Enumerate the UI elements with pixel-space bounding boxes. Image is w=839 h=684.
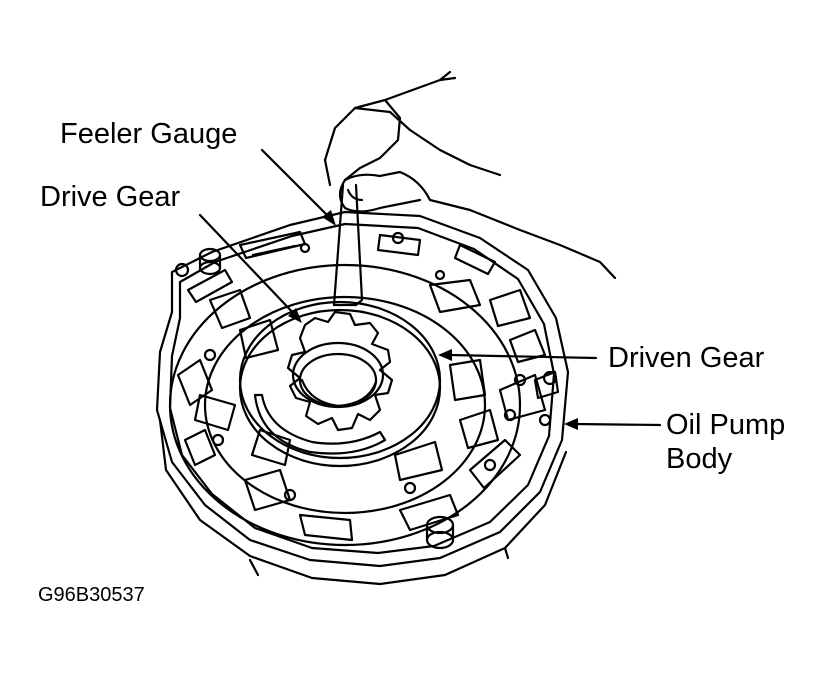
driven-gear (240, 302, 440, 458)
feeler-gauge-label: Feeler Gauge (60, 118, 238, 150)
hand (325, 72, 615, 278)
arrow-driven-gear (438, 349, 452, 361)
arrow-feeler-gauge (322, 210, 336, 226)
arrow-oil-pump-body (564, 418, 578, 430)
arrow-drive-gear (288, 308, 302, 323)
drive-gear-label: Drive Gear (40, 181, 181, 213)
feeler-gauge (334, 185, 362, 305)
oil-pump-body-label-line1: Oil Pump (666, 409, 786, 441)
driven-gear-label: Driven Gear (608, 342, 765, 374)
figure-code: G96B30537 (38, 584, 145, 606)
pump-body-outline (157, 212, 568, 566)
drive-gear (288, 312, 392, 430)
oil-pump-body-label-line2: Body (666, 443, 733, 475)
